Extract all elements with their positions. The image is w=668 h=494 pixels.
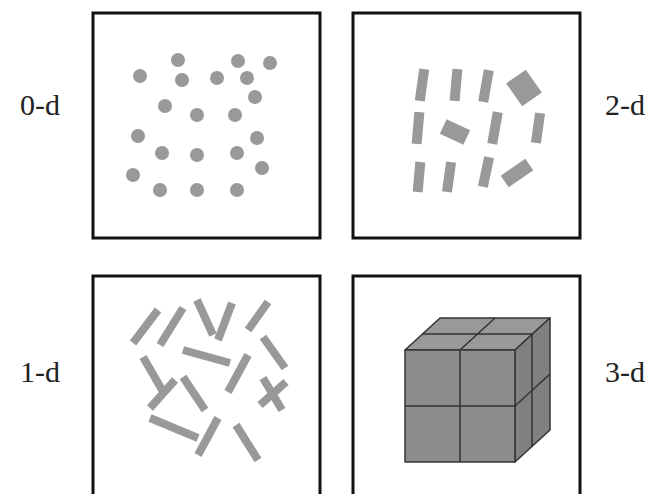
nanowires bbox=[133, 300, 286, 460]
nanoparticles bbox=[126, 53, 277, 197]
dimension-label: 1-d bbox=[20, 357, 60, 387]
panel-frame bbox=[93, 13, 320, 238]
panel-frames bbox=[93, 13, 580, 494]
panel-frame bbox=[93, 276, 320, 494]
bulk-cube bbox=[405, 318, 550, 462]
dimension-label: 3-d bbox=[605, 357, 645, 387]
panel-frame bbox=[353, 276, 580, 494]
nanosheets bbox=[412, 68, 545, 192]
panel-frame bbox=[353, 13, 580, 238]
dimension-label: 2-d bbox=[605, 90, 645, 120]
dimension-label: 0-d bbox=[20, 90, 60, 120]
